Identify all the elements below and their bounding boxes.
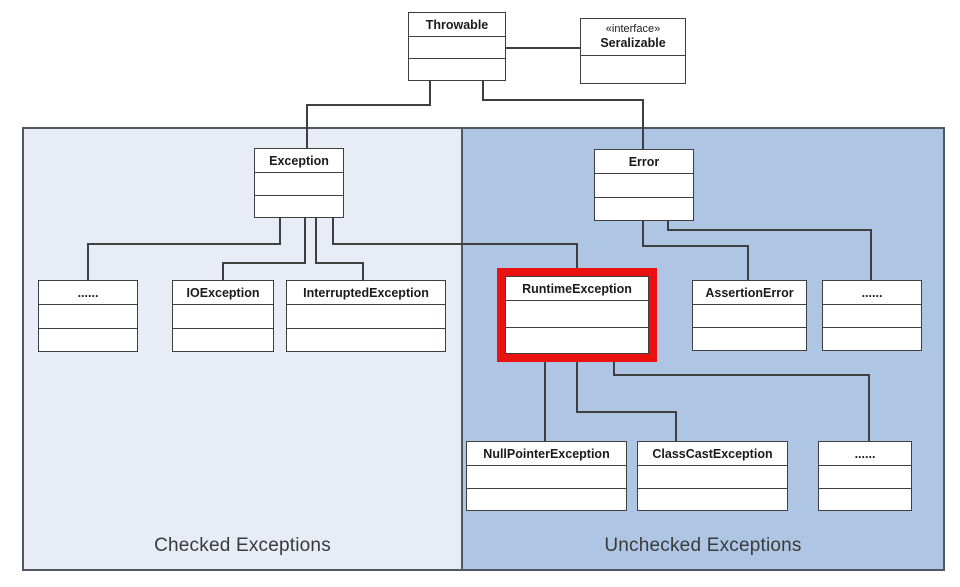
class-error-more-title: ...... <box>823 281 921 305</box>
methods-compartment <box>173 329 273 352</box>
methods-compartment <box>819 489 911 511</box>
attributes-compartment <box>173 305 273 329</box>
attributes-compartment <box>467 466 626 489</box>
checked-exceptions-label: Checked Exceptions <box>154 535 331 556</box>
interface-serializable-title: «interface» Seralizable <box>581 19 685 56</box>
class-exception-title: Exception <box>255 149 343 173</box>
class-ioexception-title: IOException <box>173 281 273 305</box>
class-checked-more-title: ...... <box>39 281 137 305</box>
class-classcastexception-title: ClassCastException <box>638 442 787 466</box>
interface-serializable: «interface» Seralizable <box>580 18 686 84</box>
class-exception: Exception <box>254 148 344 218</box>
class-interruptedexception-title: InterruptedException <box>287 281 445 305</box>
attributes-compartment <box>287 305 445 329</box>
class-error-title: Error <box>595 150 693 174</box>
methods-compartment <box>638 489 787 511</box>
methods-compartment <box>581 56 685 83</box>
methods-compartment <box>467 489 626 511</box>
class-checked-more: ...... <box>38 280 138 352</box>
class-nullpointerexception: NullPointerException <box>466 441 627 511</box>
class-ioexception: IOException <box>172 280 274 352</box>
class-interruptedexception: InterruptedException <box>286 280 446 352</box>
attributes-compartment <box>819 466 911 489</box>
class-throwable-title: Throwable <box>409 13 505 37</box>
attributes-compartment <box>693 305 806 328</box>
attributes-compartment <box>595 174 693 198</box>
class-runtimeexception: RuntimeException <box>505 276 649 354</box>
methods-compartment <box>287 329 445 352</box>
attributes-compartment <box>255 173 343 196</box>
class-runtimeexception-title: RuntimeException <box>506 277 648 301</box>
methods-compartment <box>506 328 648 354</box>
class-throwable: Throwable <box>408 12 506 81</box>
methods-compartment <box>255 196 343 218</box>
class-classcastexception: ClassCastException <box>637 441 788 511</box>
methods-compartment <box>595 198 693 221</box>
class-runtime-more-title: ...... <box>819 442 911 466</box>
class-assertionerror: AssertionError <box>692 280 807 351</box>
class-error-more: ...... <box>822 280 922 351</box>
class-error: Error <box>594 149 694 221</box>
interface-name: Seralizable <box>600 36 666 51</box>
attributes-compartment <box>39 305 137 329</box>
class-nullpointerexception-title: NullPointerException <box>467 442 626 466</box>
attributes-compartment <box>823 305 921 328</box>
attributes-compartment <box>638 466 787 489</box>
unchecked-exceptions-label: Unchecked Exceptions <box>604 535 802 556</box>
methods-compartment <box>823 328 921 350</box>
methods-compartment <box>39 329 137 352</box>
attributes-compartment <box>409 37 505 59</box>
attributes-compartment <box>506 301 648 328</box>
runtimeexception-highlight: RuntimeException <box>497 268 657 362</box>
class-runtime-more: ...... <box>818 441 912 511</box>
class-assertionerror-title: AssertionError <box>693 281 806 305</box>
interface-stereotype: «interface» <box>605 23 661 36</box>
methods-compartment <box>409 59 505 80</box>
methods-compartment <box>693 328 806 350</box>
